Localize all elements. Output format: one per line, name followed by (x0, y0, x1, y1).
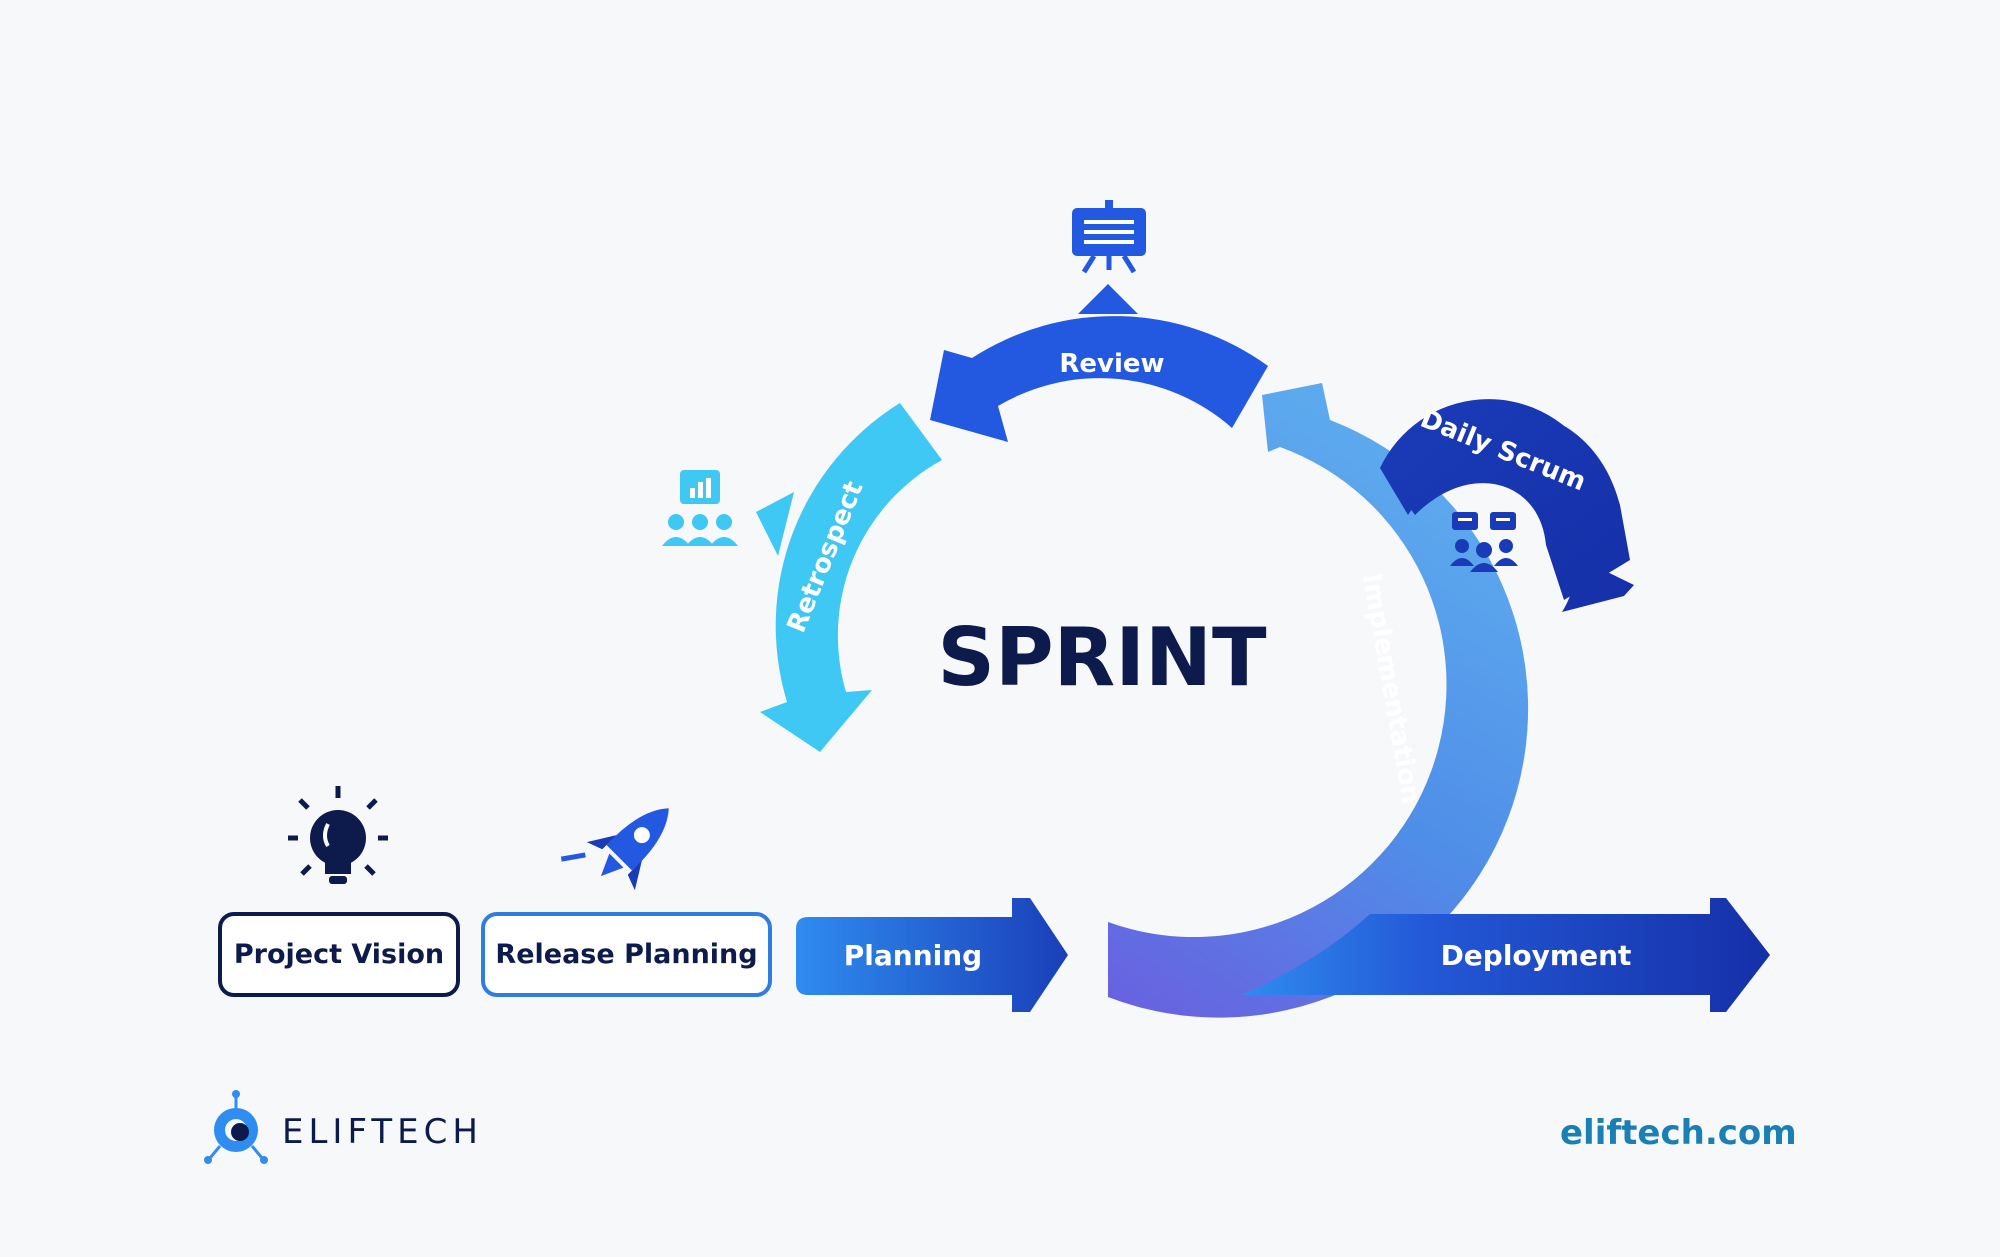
retrospect-pointer-icon (756, 492, 794, 556)
review-arrow: Review (930, 316, 1268, 442)
review-pointer-icon (1078, 284, 1138, 314)
implementation-label: Implementation (1356, 571, 1426, 806)
sprint-title: SPRINT (937, 611, 1267, 704)
planning-label: Planning (844, 939, 982, 972)
lightbulb-icon (288, 786, 388, 884)
deployment-label: Deployment (1441, 939, 1632, 972)
deployment-arrow: Deployment (1242, 898, 1770, 1012)
daily-scrum-arrow: Daily Scrum (1380, 399, 1634, 612)
project-vision-label: Project Vision (233, 939, 445, 970)
eliftech-logo-icon (204, 1090, 268, 1164)
retrospect-arrow: Retrospect (760, 403, 942, 752)
release-planning-box: Release Planning (481, 912, 772, 997)
release-planning-label: Release Planning (495, 939, 758, 970)
rocket-icon (560, 808, 669, 891)
team-chat-icon (1450, 512, 1518, 572)
review-label: Review (1059, 349, 1164, 379)
brand-name: ELIFTECH (282, 1112, 483, 1152)
brand-url: eliftech.com (1560, 1113, 1797, 1153)
team-chart-icon (662, 470, 738, 546)
project-vision-box: Project Vision (218, 912, 460, 997)
presentation-board-icon (1072, 200, 1146, 274)
planning-arrow: Planning (796, 898, 1068, 1012)
